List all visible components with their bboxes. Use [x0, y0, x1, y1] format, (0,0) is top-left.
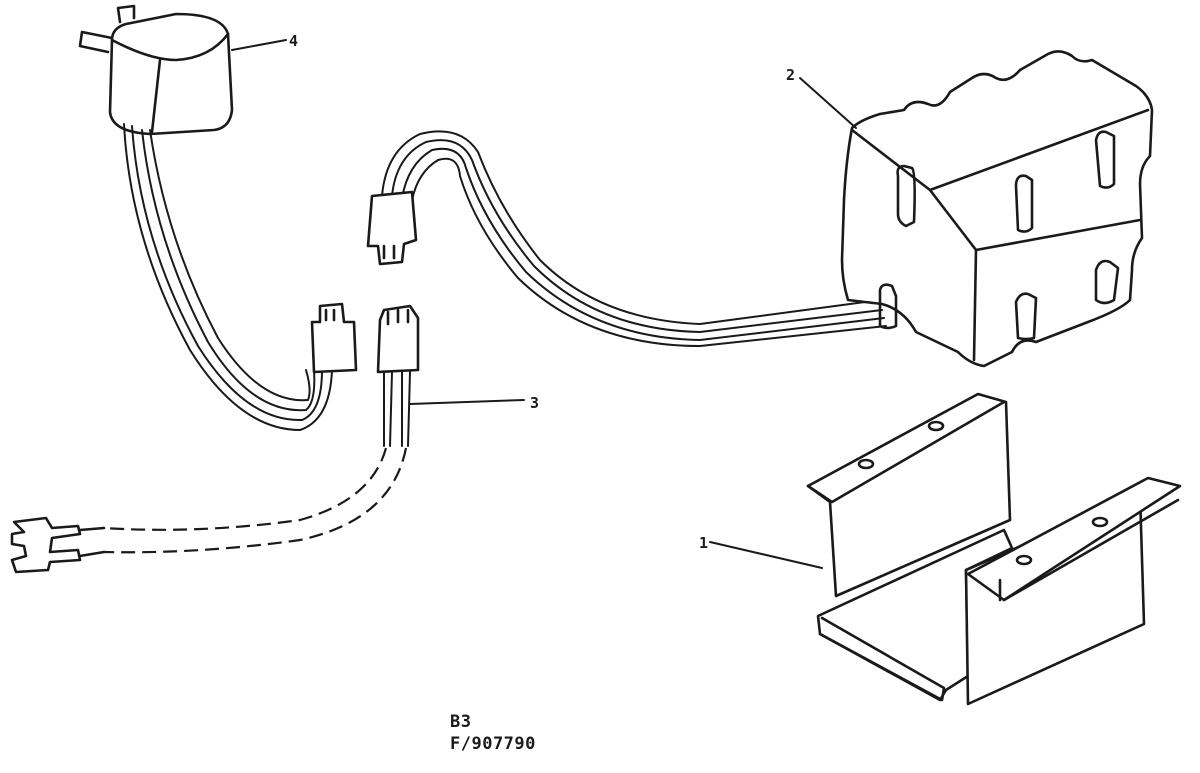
callout-3: 3: [530, 394, 539, 412]
callout-1: 1: [699, 534, 708, 552]
part-reference: F/907790: [450, 734, 536, 754]
callout-2: 2: [786, 66, 795, 84]
battery-lead-connector: [366, 130, 887, 347]
adapter-connector: [310, 302, 358, 374]
adapter-part-4: [78, 4, 333, 431]
callout-4: 4: [289, 32, 298, 50]
figure-code: B3: [450, 712, 472, 732]
bracket-part-1: [709, 392, 1182, 706]
battery-pack-part-2: [799, 50, 1154, 368]
harness-part-3: [10, 304, 525, 574]
